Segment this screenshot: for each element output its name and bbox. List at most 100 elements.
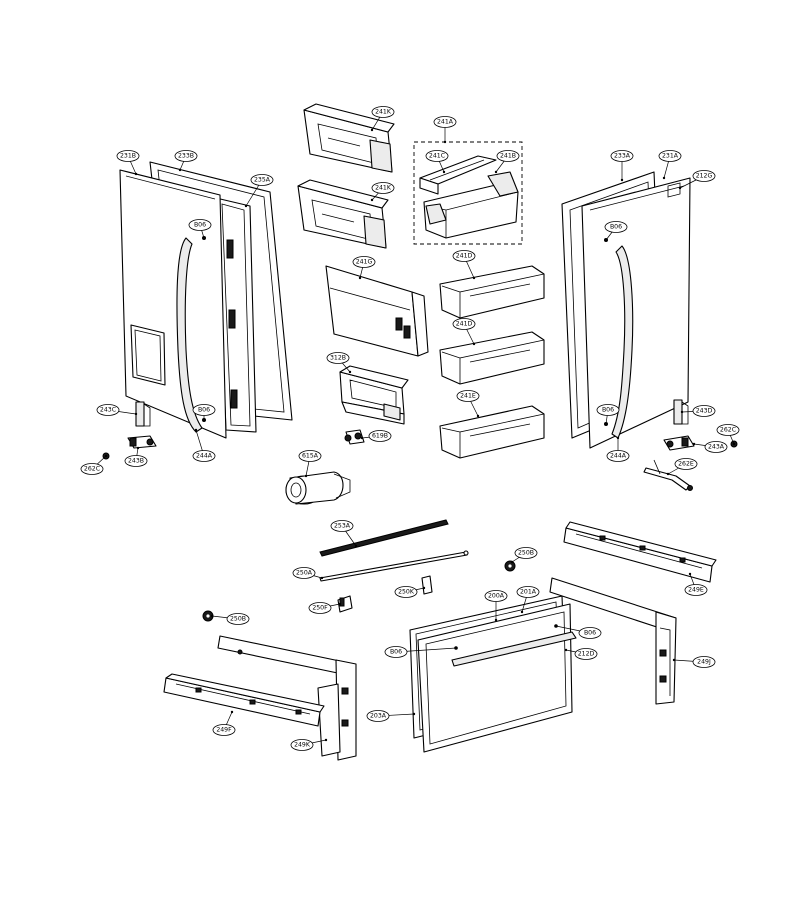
part-number: 244A	[196, 453, 213, 460]
leader-dot	[678, 186, 682, 190]
part-label-b06: B06	[188, 219, 212, 240]
drawer-handle	[451, 631, 577, 667]
part-number: 231B	[120, 153, 136, 160]
part-label-231a: 231A	[658, 150, 682, 180]
part-number: 200A	[488, 593, 505, 600]
part-label-233a: 233A	[610, 150, 634, 182]
rail-253a	[319, 519, 449, 557]
leader-dot	[616, 436, 620, 440]
label-oval	[692, 656, 716, 668]
part-number: 241B	[500, 153, 516, 160]
part-label-241k: 241K	[370, 106, 395, 132]
label-oval	[604, 221, 628, 233]
frame-249k	[217, 635, 357, 761]
leader-dot	[320, 576, 324, 580]
leader-dot	[194, 428, 198, 432]
part-label-244a: 244A	[192, 428, 216, 462]
part-label-250a: 250A	[292, 567, 324, 580]
bin-241c	[419, 155, 497, 195]
label-oval	[124, 455, 148, 467]
part-number: 262C	[84, 466, 100, 473]
leader-dot	[134, 412, 138, 416]
part-label-200a: 200A	[484, 590, 508, 622]
part-label-241k: 241K	[370, 182, 395, 202]
left-door	[119, 169, 227, 439]
label-oval	[658, 150, 682, 162]
leader-dot	[494, 618, 498, 622]
part-number: 241C	[429, 153, 445, 160]
leader-dot	[472, 276, 476, 280]
label-oval	[292, 567, 316, 579]
label-oval	[394, 586, 418, 598]
part-number: 262C	[720, 427, 736, 434]
part-number: 241A	[437, 119, 454, 126]
leader-dot	[324, 738, 328, 742]
bin-241k-top	[303, 103, 395, 173]
part-label-250b: 250B	[210, 613, 250, 625]
part-number: B06	[602, 407, 614, 414]
part-number: 244A	[610, 453, 627, 460]
label-oval	[692, 405, 716, 417]
part-number: 212D	[578, 651, 595, 658]
label-oval	[452, 318, 476, 330]
part-label-241e: 241E	[456, 390, 480, 418]
part-label-262c: 262C	[80, 454, 108, 475]
label-oval	[226, 613, 250, 625]
part-number: 250B	[518, 550, 534, 557]
leader-dot	[422, 586, 426, 590]
leader-dot	[604, 422, 608, 426]
part-number: 243B	[128, 458, 144, 465]
leader-dot	[564, 648, 568, 652]
part-number: B06	[610, 224, 622, 231]
part-number: 250B	[230, 616, 246, 623]
cover-241g	[325, 265, 429, 357]
right-door-panel	[667, 182, 681, 198]
part-number: 201A	[520, 589, 537, 596]
part-number: 250F	[312, 605, 328, 612]
leader-dot	[210, 614, 214, 618]
label-oval	[716, 424, 740, 436]
bin-241b	[423, 171, 519, 239]
label-oval	[174, 150, 198, 162]
leader-dot	[412, 712, 416, 716]
label-oval	[371, 106, 395, 118]
bracket-250f	[337, 595, 353, 613]
clip-250k	[421, 575, 433, 595]
leader-dot	[202, 418, 206, 422]
part-label-235a: 235A	[244, 174, 274, 208]
leader-dot	[338, 602, 342, 606]
part-number: 249K	[294, 742, 311, 749]
part-label-212d: 212D	[564, 648, 598, 660]
label-oval	[352, 256, 376, 268]
part-label-615a: 615A	[298, 450, 322, 478]
part-label-b06: B06	[384, 646, 458, 658]
rod-250a	[319, 550, 469, 582]
part-number: 619B	[372, 433, 388, 440]
hinge-243a	[663, 435, 695, 451]
part-number: 249E	[688, 587, 704, 594]
label-oval	[188, 219, 212, 231]
label-oval	[308, 602, 332, 614]
leader-dot	[358, 276, 362, 280]
label-oval	[250, 174, 274, 186]
part-label-b06: B06	[192, 404, 216, 422]
label-oval	[578, 627, 602, 639]
label-oval	[330, 520, 354, 532]
leader-dot	[520, 610, 524, 614]
leader-dot	[680, 410, 684, 414]
leader-dot	[348, 370, 352, 374]
leader-dot	[360, 436, 364, 440]
part-number: B06	[198, 407, 210, 414]
part-label-249f: 249F	[212, 710, 236, 736]
part-label-250k: 250K	[394, 586, 426, 598]
label-oval	[290, 739, 314, 751]
part-number: 262E	[678, 461, 694, 468]
label-oval	[606, 450, 630, 462]
leader-dot	[202, 236, 206, 240]
bin-241e	[439, 405, 545, 459]
leader-dot	[672, 658, 676, 662]
leader-dot	[370, 198, 374, 202]
part-label-249k: 249K	[290, 738, 328, 751]
leader-dot	[136, 446, 140, 450]
leader-dot	[472, 342, 476, 346]
